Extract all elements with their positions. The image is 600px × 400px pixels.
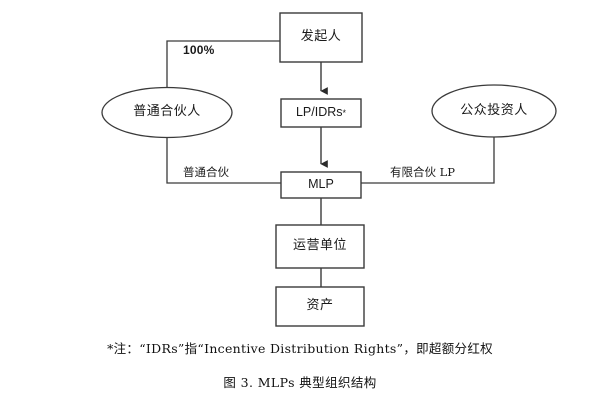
operating-unit-box: [275, 224, 365, 269]
edge-public-investors-to-mlp: [361, 137, 495, 184]
figure-caption: 图 3. MLPs 典型组织结构: [223, 375, 377, 390]
edge-label-general-partnership: 普通合伙: [183, 165, 229, 179]
general-partner-label: 普通合伙人: [133, 104, 201, 120]
assets-label: 资产: [306, 298, 334, 314]
operating-unit-label: 运营单位: [292, 238, 347, 254]
lp-idrs-text: LP/IDRs: [295, 105, 343, 120]
figure-footnote: *注：“IDRs”指“Incentive Distribution Rights…: [107, 341, 493, 356]
sponsor-label: 发起人: [300, 29, 342, 45]
edge-label-ownership-percent: 100%: [183, 43, 215, 57]
sponsor-box: [279, 12, 363, 63]
edge-label-limited-partnership: 有限合伙 LP: [390, 165, 456, 179]
mlp-label: MLP: [308, 177, 334, 192]
edge-sponsor-to-general-partner: [166, 40, 280, 88]
assets-box: [275, 286, 365, 327]
lp-idrs-label: LP/IDRs*: [295, 105, 347, 120]
public-investors-label: 公众投资人: [460, 102, 528, 118]
edge-general-partner-to-mlp: [166, 137, 281, 184]
